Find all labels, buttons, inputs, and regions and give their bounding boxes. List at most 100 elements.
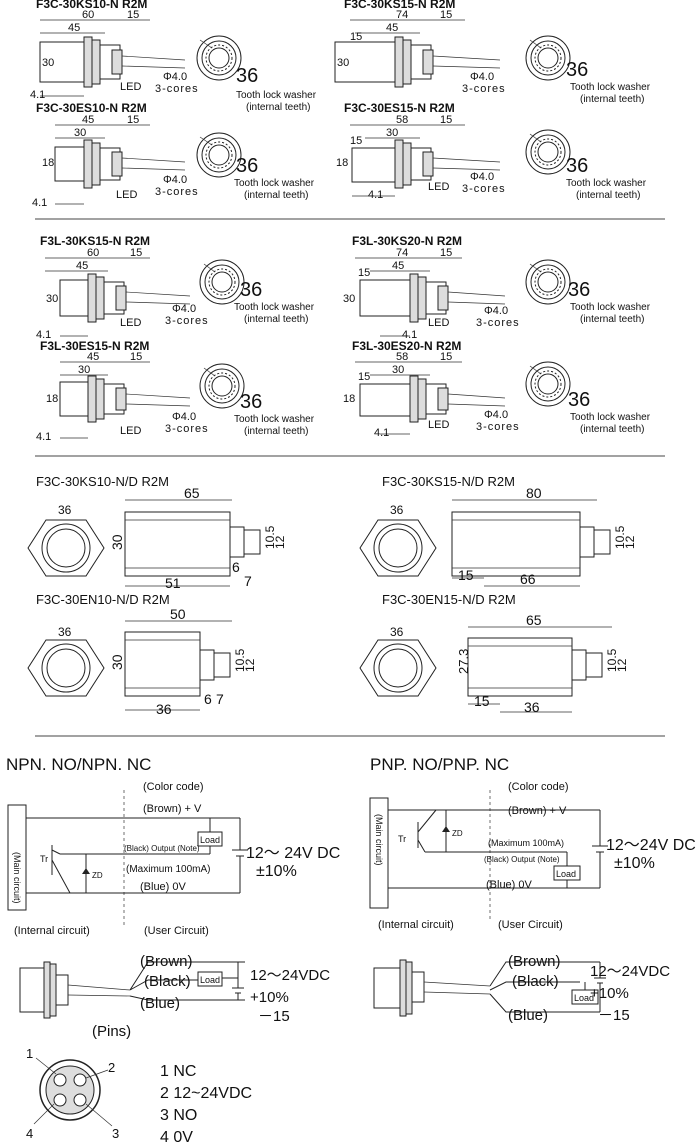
- dim-label: 4.1: [374, 427, 389, 439]
- transistor-label: Tr: [398, 834, 406, 844]
- dim-label: 30: [392, 364, 404, 376]
- dim-label: 4.1: [32, 197, 47, 209]
- pnp-circuit: PNP. NO/PNP. NC (Color code) (Main circu…: [369, 755, 696, 1024]
- main-circuit-label: (Main circuit): [374, 814, 384, 866]
- model-f3c-30es15: F3C-30ES15-N R2M 58 15 30 15 18 4.1 LED …: [336, 101, 647, 201]
- led-label: LED: [120, 425, 141, 437]
- dim-label: 4.1: [402, 329, 417, 341]
- wire-brown: (Brown): [508, 953, 561, 970]
- washer-label: (internal teeth): [244, 190, 308, 201]
- dim-label: 36: [58, 503, 72, 517]
- model-f3l-30es20: F3L-30ES20-N R2M 58 15 30 15 18 4.1 LED …: [343, 339, 651, 439]
- washer-label: (internal teeth): [580, 424, 644, 435]
- blue-label: (Blue) 0V: [140, 881, 187, 893]
- dim-label: 15: [130, 351, 142, 363]
- dim-label: 45: [392, 260, 404, 272]
- dim-label: 15: [127, 9, 139, 21]
- supply-voltage: 12～24V DC: [606, 837, 696, 854]
- led-label: LED: [116, 189, 137, 201]
- load-label: Load: [200, 975, 220, 985]
- model-title: F3C-30ES10-N R2M: [36, 101, 147, 115]
- dim-label: 12: [273, 535, 287, 549]
- cable-dia: Φ4.0: [484, 409, 508, 421]
- cable-cores: 3-cores: [462, 83, 506, 95]
- led-label: LED: [428, 181, 449, 193]
- cable-dia: Φ4.0: [484, 305, 508, 317]
- load-label: Load: [574, 993, 594, 1003]
- pin-number: 4: [26, 1126, 33, 1141]
- load-label: Load: [200, 835, 220, 845]
- dim-label: 30: [386, 127, 398, 139]
- dim-label: 10.5: [605, 648, 619, 672]
- model-f3c-30ks10: F3C-30KS10-N R2M 60 15 45 30 4.1 LED Φ4.…: [30, 0, 317, 113]
- supply-tolerance: +10%: [590, 985, 629, 1002]
- washer-label: Tooth lock washer: [236, 90, 317, 101]
- dim-label: 7: [216, 691, 224, 707]
- wire-blue: (Blue): [508, 1007, 548, 1024]
- supply-tolerance: +10%: [250, 989, 289, 1006]
- zener-label: ZD: [452, 829, 463, 838]
- dim-label: 10.5: [233, 648, 247, 672]
- dim-label: 4.1: [30, 89, 45, 101]
- washer-label: (internal teeth): [580, 94, 644, 105]
- dim-label: 65: [184, 485, 200, 501]
- dim-label: 15: [127, 114, 139, 126]
- main-circuit-label: (Main circuit): [12, 852, 22, 904]
- dim-label: 65: [526, 612, 542, 628]
- dim-label: 36: [390, 503, 404, 517]
- cable-cores: 3-cores: [155, 83, 199, 95]
- supply-voltage: 12～24VDC: [250, 967, 330, 984]
- model-title: F3C-30EN15-N/D R2M: [382, 592, 516, 607]
- dim-label: 30: [74, 127, 86, 139]
- model-title: F3C-30KS15-N/D R2M: [382, 474, 515, 489]
- dim-label: 15: [350, 135, 362, 147]
- dim-label: 15: [440, 247, 452, 259]
- dim-label: 4.1: [368, 189, 383, 201]
- model-title: F3C-30EN10-N/D R2M: [36, 592, 170, 607]
- model-f3c-30en15-nd: F3C-30EN15-N/D R2M 36 65 27.3 15 36 10.5…: [359, 592, 629, 715]
- supply-tolerance-minus: －15: [258, 1008, 290, 1025]
- nut-size: 36: [240, 279, 262, 301]
- supply-tolerance: ±10%: [614, 855, 655, 872]
- dim-label: 30: [109, 654, 125, 670]
- dim-label: 18: [42, 157, 54, 169]
- supply-voltage: 12～24VDC: [590, 963, 670, 980]
- nut-size: 36: [236, 65, 258, 87]
- cable-cores: 3-cores: [165, 423, 209, 435]
- washer-label: Tooth lock washer: [570, 82, 651, 93]
- washer-label: Tooth lock washer: [234, 302, 315, 313]
- dim-label: 58: [396, 114, 408, 126]
- dim-label: 4.1: [36, 329, 51, 341]
- dim-label: 15: [130, 247, 142, 259]
- cable-dia: Φ4.0: [470, 71, 494, 83]
- transistor-label: Tr: [40, 854, 48, 864]
- npn-title: NPN. NO/NPN. NC: [6, 755, 151, 774]
- pin-number: 1: [26, 1046, 33, 1061]
- dim-label: 18: [336, 157, 348, 169]
- dim-label: 60: [82, 9, 94, 21]
- dim-label: 7: [244, 573, 252, 589]
- washer-label: (internal teeth): [244, 426, 308, 437]
- cable-cores: 3-cores: [476, 421, 520, 433]
- dim-label: 58: [396, 351, 408, 363]
- model-f3l-30ks20: F3L-30KS20-N R2M 74 15 45 15 30 4.1 LED …: [343, 234, 651, 341]
- washer-label: Tooth lock washer: [570, 412, 651, 423]
- dim-label: 15: [440, 114, 452, 126]
- dim-label: 30: [343, 293, 355, 305]
- dim-label: 60: [87, 247, 99, 259]
- dim-label: 27.3: [456, 649, 471, 674]
- pin-number: 3: [112, 1126, 119, 1141]
- model-title: F3C-30KS15-N R2M: [344, 0, 455, 11]
- model-f3c-30ks10-nd: F3C-30KS10-N/D R2M 36 65 30 51 6 7 10.5 …: [27, 474, 287, 591]
- dim-label: 74: [396, 247, 408, 259]
- dim-label: 36: [156, 701, 172, 717]
- dim-label: 36: [58, 625, 72, 639]
- pin-desc: 4 0V: [160, 1129, 193, 1145]
- supply-tolerance-minus: －15: [598, 1007, 630, 1024]
- wire-brown: (Brown): [140, 953, 193, 970]
- led-label: LED: [428, 419, 449, 431]
- led-label: LED: [428, 317, 449, 329]
- model-f3c-30en10-nd: F3C-30EN10-N/D R2M 36 50 30 36 6 7 10.5 …: [27, 592, 257, 717]
- black-label: (Black) Output (Note): [124, 844, 200, 853]
